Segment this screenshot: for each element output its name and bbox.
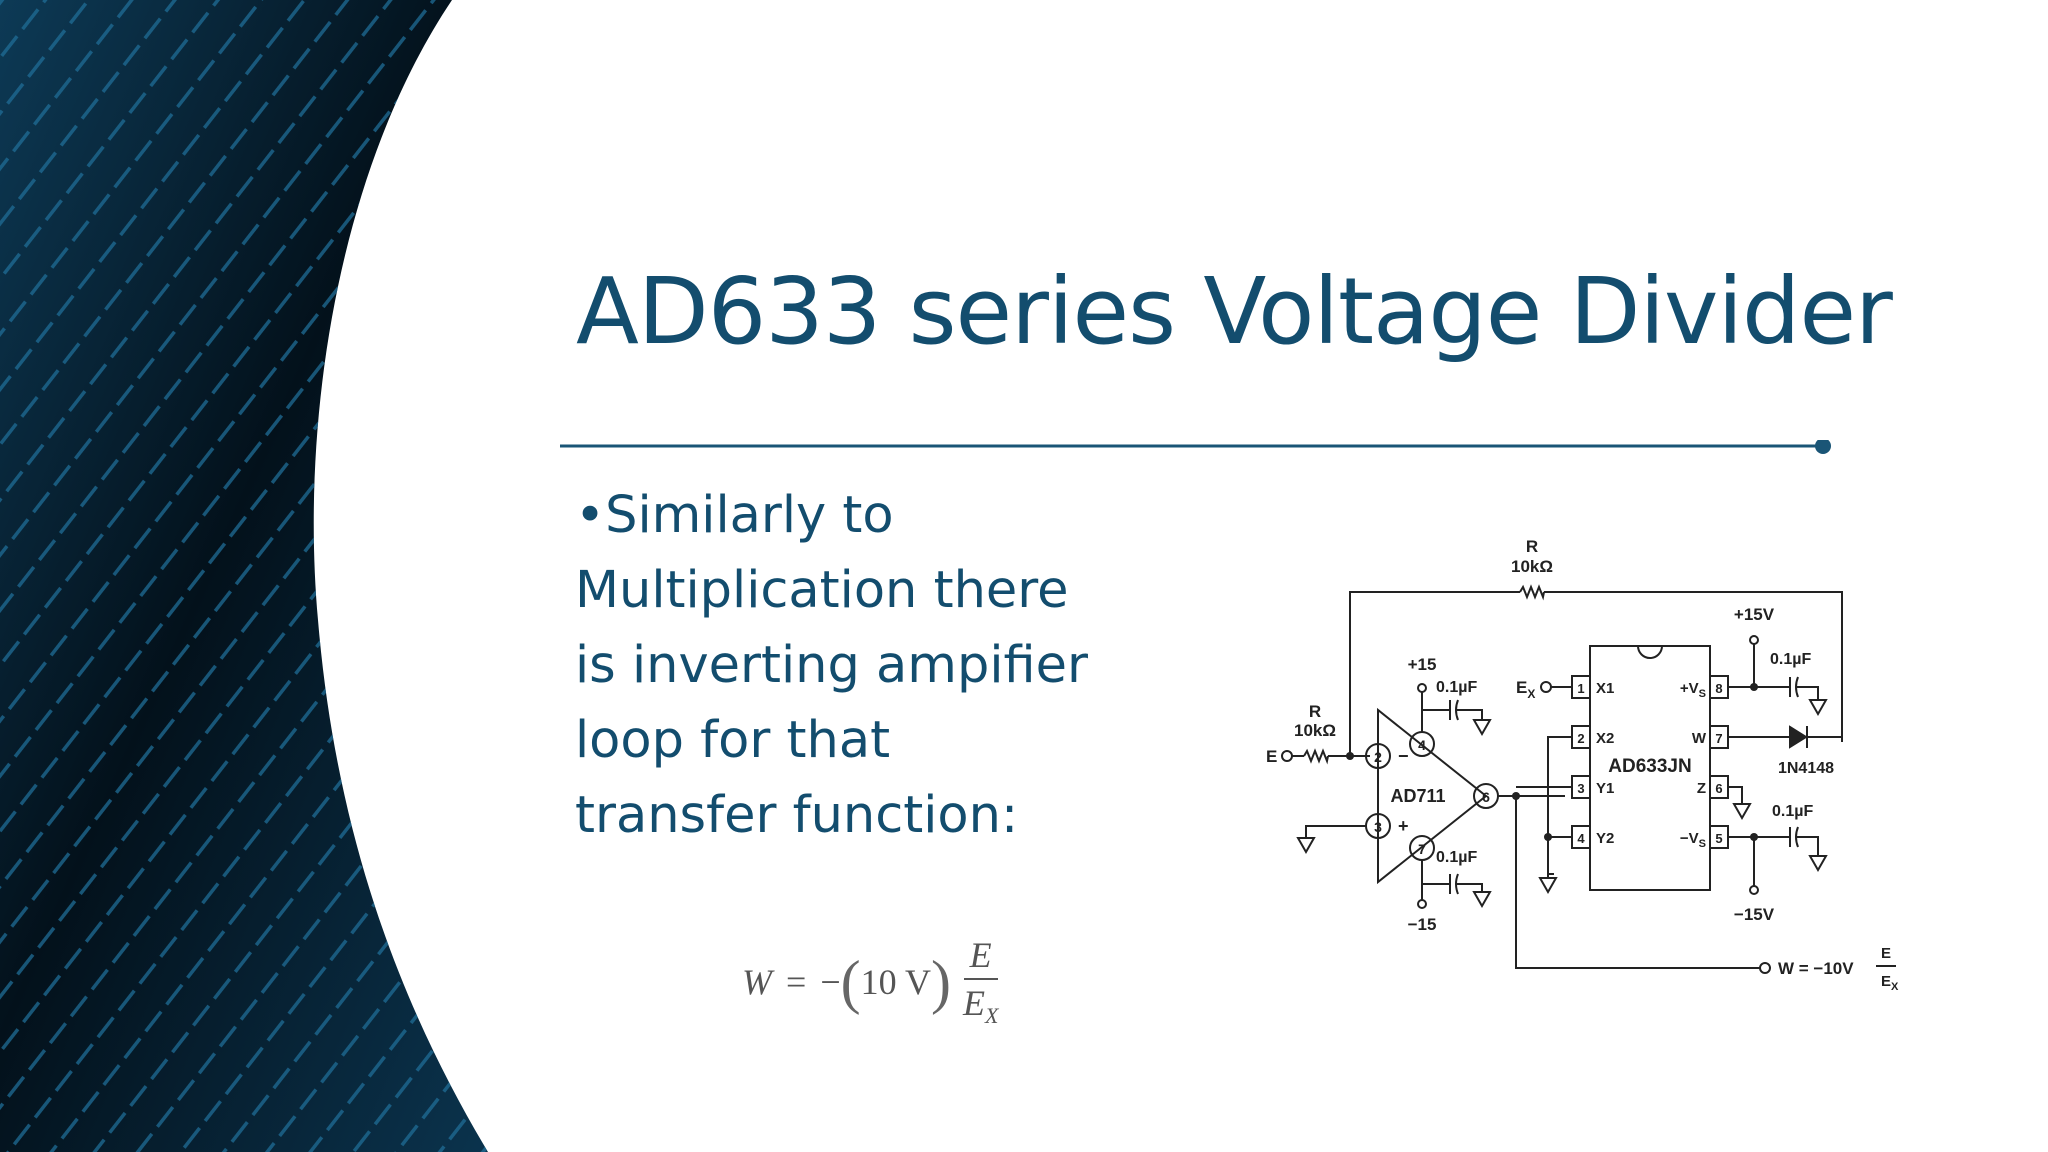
vs-neg-terminal [1749, 885, 1759, 895]
divider-end-dot [1815, 440, 1831, 454]
ground-icon [1808, 855, 1828, 873]
formula-minus: − [820, 962, 841, 1002]
ic-pin-4-num: 4 [1577, 831, 1585, 846]
transfer-function-formula: W = − ( 10 V ) E EX [742, 932, 998, 1032]
ic-pin-5-num: 5 [1715, 831, 1722, 846]
input-r-label: R [1309, 702, 1321, 721]
opamp-pin-3: 3 [1374, 819, 1382, 835]
supply-neg-label: −15 [1408, 915, 1437, 934]
ic-pin-2-name: X2 [1596, 730, 1614, 747]
formula-denominator-sub: X [984, 1003, 999, 1029]
ground-icon [1538, 877, 1558, 895]
ic-pin-2-num: 2 [1577, 731, 1584, 746]
ic-pin-7-num: 7 [1715, 731, 1722, 746]
opamp-symbol [1377, 707, 1488, 885]
circuit-schematic: R 10kΩ E R 10kΩ AD711 2 3 − + 4 7 6 +15 [1266, 537, 1899, 993]
supply-pos-terminal [1417, 683, 1427, 693]
formula-equals: = [786, 962, 807, 1002]
opamp-plus: + [1398, 816, 1409, 836]
ic-pin-7-name: W [1692, 730, 1707, 747]
opamp-pin-6: 6 [1482, 789, 1490, 805]
ic-pin-3-name: Y1 [1596, 780, 1614, 797]
supply-neg-terminal [1417, 899, 1427, 909]
vs-neg-label: −15V [1734, 905, 1775, 924]
ic-label: AD633JN [1608, 756, 1691, 777]
input-label: E [1266, 747, 1277, 766]
ic-pin-8-name: +VS [1680, 680, 1706, 700]
formula-denominator: EX [963, 980, 998, 1029]
formula-lhs: W [742, 962, 772, 1002]
ic-pin-6-name: Z [1697, 780, 1706, 797]
opamp-label: AD711 [1390, 786, 1445, 806]
title-divider [560, 440, 1831, 454]
ex-label: EX [1516, 678, 1535, 701]
ad633-ic-body [1589, 645, 1711, 891]
opamp-pin-4: 4 [1418, 737, 1426, 753]
input-r-value: 10kΩ [1294, 721, 1336, 740]
ic-pin-5-name: −VS [1680, 830, 1706, 850]
input-resistor [1303, 748, 1329, 765]
formula-open-paren: ( [840, 949, 861, 1015]
output-num: E [1881, 945, 1891, 962]
formula-fraction: E EX [963, 934, 998, 1029]
feedback-r-label: R [1526, 537, 1538, 556]
ic-pin-1-num: 1 [1577, 681, 1584, 696]
ground-icon [1732, 803, 1752, 821]
input-terminal [1281, 750, 1293, 762]
ex-input-terminal [1540, 681, 1552, 693]
opamp-pin-7: 7 [1418, 841, 1426, 857]
cap-vs-neg-label: 0.1µF [1772, 803, 1813, 820]
ground-icon [1472, 719, 1492, 737]
ic-pin-8-num: 8 [1715, 681, 1722, 696]
output-prefix: W = −10V [1778, 959, 1854, 978]
formula-close-paren: ) [930, 949, 951, 1015]
formula-denominator-base: E [962, 983, 985, 1024]
opamp-pin-2: 2 [1374, 749, 1382, 765]
formula-numerator: E [963, 934, 998, 981]
supply-pos-label: +15 [1408, 655, 1437, 674]
feedback-resistor [1519, 584, 1545, 601]
vs-pos-label: +15V [1734, 605, 1775, 624]
ic-pin-6-num: 6 [1715, 781, 1722, 796]
ic-pin-1-name: X1 [1596, 680, 1614, 697]
feedback-wires [1349, 591, 1843, 756]
output-terminal [1759, 962, 1771, 974]
ground-icon [1808, 699, 1828, 717]
formula-coefficient: 10 V [860, 962, 931, 1002]
ground-icon [1472, 891, 1492, 909]
cap-vs-pos-label: 0.1µF [1770, 651, 1811, 668]
vs-pos-terminal [1749, 635, 1759, 645]
ic-pin-3-num: 3 [1577, 781, 1584, 796]
ground-icon [1296, 837, 1316, 855]
ic-pin-4-name: Y2 [1596, 830, 1614, 847]
output-den: EX [1881, 973, 1899, 993]
cap-bottom-label: 0.1µF [1436, 849, 1477, 866]
opamp-minus: − [1398, 746, 1409, 766]
slide-title: AD633 series Voltage Divider [576, 258, 1893, 365]
diode-1n4148 [1789, 725, 1808, 749]
feedback-r-value: 10kΩ [1511, 557, 1553, 576]
diode-label: 1N4148 [1778, 760, 1834, 777]
bullet-text: •Similarly to Multiplication there is in… [575, 486, 1088, 845]
cap-top-label: 0.1µF [1436, 679, 1477, 696]
